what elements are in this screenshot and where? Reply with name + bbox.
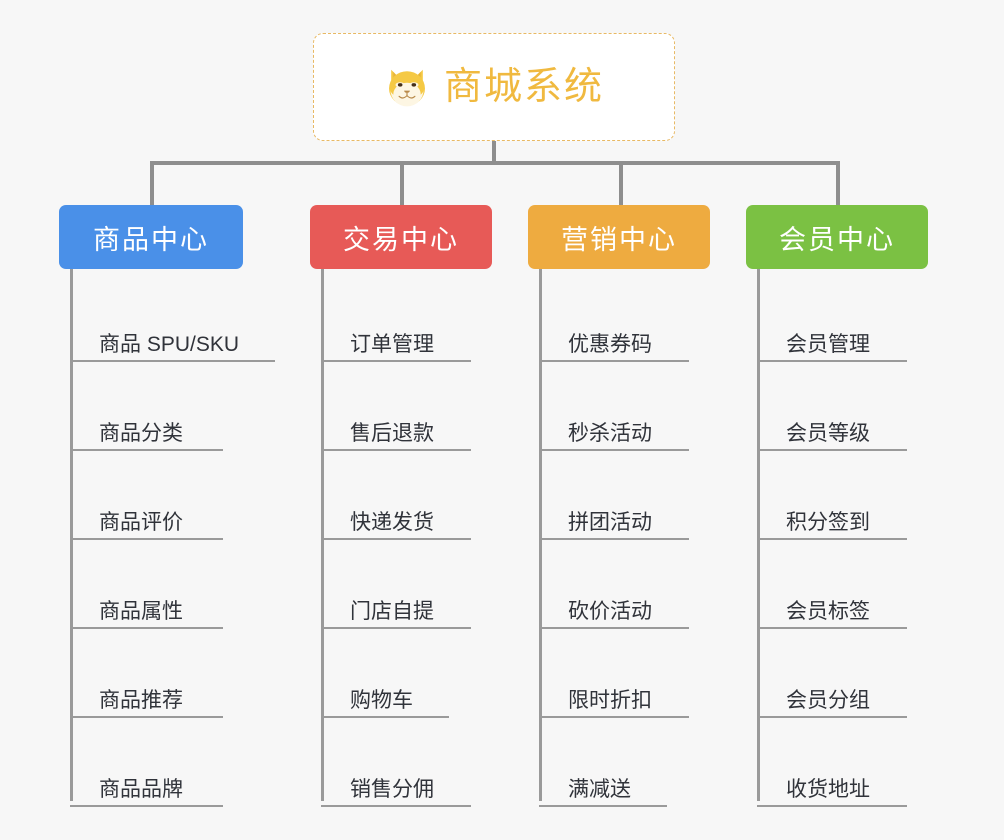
leaf-underline [321, 360, 471, 362]
leaf-label: 限时折扣 [568, 688, 652, 712]
leaf-underline [539, 360, 689, 362]
category-column-交易中心: 交易中心 订单管理 售后退款 快递发货 门店自提 购物车 [310, 205, 492, 807]
leaf-underline [757, 805, 907, 807]
leaf-underline [321, 627, 471, 629]
leaf-underline [70, 449, 223, 451]
list-item[interactable]: 商品评价 [59, 451, 243, 540]
connector-drop-2 [400, 161, 404, 207]
leaf-label: 会员分组 [786, 688, 870, 712]
connector-drop-1 [150, 161, 154, 207]
category-header-4[interactable]: 会员中心 [746, 205, 928, 269]
leaf-label: 商品品牌 [99, 777, 183, 801]
leaf-underline [70, 538, 223, 540]
leaf-label: 收货地址 [786, 777, 870, 801]
leaf-underline [70, 716, 223, 718]
leaf-label: 会员管理 [786, 332, 870, 356]
list-item[interactable]: 砍价活动 [528, 540, 710, 629]
list-item[interactable]: 积分签到 [746, 451, 928, 540]
leaf-underline [757, 360, 907, 362]
list-item[interactable]: 优惠券码 [528, 273, 710, 362]
list-item[interactable]: 限时折扣 [528, 629, 710, 718]
connector-root-stem [492, 141, 496, 165]
column-spine-3 [539, 269, 542, 801]
list-item[interactable]: 满减送 [528, 718, 710, 807]
list-item[interactable]: 会员管理 [746, 273, 928, 362]
leaf-list-1: 商品 SPU/SKU 商品分类 商品评价 商品属性 商品推荐 商品品牌 [59, 269, 275, 807]
list-item[interactable]: 售后退款 [310, 362, 492, 451]
leaf-underline [539, 805, 667, 807]
list-item[interactable]: 快递发货 [310, 451, 492, 540]
leaf-underline [757, 627, 907, 629]
leaf-underline [321, 716, 449, 718]
column-spine-4 [757, 269, 760, 801]
leaf-label: 商品分类 [99, 421, 183, 445]
list-item[interactable]: 会员分组 [746, 629, 928, 718]
leaf-underline [321, 538, 471, 540]
leaf-underline [321, 449, 471, 451]
leaf-label: 拼团活动 [568, 510, 652, 534]
list-item[interactable]: 商品 SPU/SKU [59, 273, 275, 362]
list-item[interactable]: 收货地址 [746, 718, 928, 807]
list-item[interactable]: 商品属性 [59, 540, 243, 629]
category-column-营销中心: 营销中心 优惠券码 秒杀活动 拼团活动 砍价活动 限时折扣 [528, 205, 710, 807]
list-item[interactable]: 销售分佣 [310, 718, 492, 807]
category-column-会员中心: 会员中心 会员管理 会员等级 积分签到 会员标签 会员分组 [746, 205, 928, 807]
list-item[interactable]: 商品品牌 [59, 718, 243, 807]
leaf-label: 会员等级 [786, 421, 870, 445]
leaf-underline [70, 805, 223, 807]
list-item[interactable]: 商品推荐 [59, 629, 243, 718]
column-spine-2 [321, 269, 324, 801]
list-item[interactable]: 会员等级 [746, 362, 928, 451]
leaf-label: 门店自提 [350, 599, 434, 623]
list-item[interactable]: 拼团活动 [528, 451, 710, 540]
leaf-label: 商品推荐 [99, 688, 183, 712]
category-header-1[interactable]: 商品中心 [59, 205, 243, 269]
leaf-underline [757, 449, 907, 451]
connector-drop-4 [836, 161, 840, 207]
leaf-underline [70, 360, 275, 362]
leaf-label: 商品评价 [99, 510, 183, 534]
list-item[interactable]: 商品分类 [59, 362, 243, 451]
leaf-label: 销售分佣 [350, 777, 434, 801]
leaf-list-4: 会员管理 会员等级 积分签到 会员标签 会员分组 收货地址 [746, 269, 928, 807]
leaf-underline [70, 627, 223, 629]
leaf-label: 砍价活动 [568, 599, 652, 623]
category-column-商品中心: 商品中心 商品 SPU/SKU 商品分类 商品评价 商品属性 商品推荐 [59, 205, 275, 807]
leaf-label: 商品 SPU/SKU [99, 332, 240, 356]
column-spine-1 [70, 269, 73, 801]
list-item[interactable]: 门店自提 [310, 540, 492, 629]
leaf-label: 订单管理 [350, 332, 434, 356]
leaf-label: 积分签到 [786, 510, 870, 534]
connector-drop-3 [619, 161, 623, 207]
leaf-label: 秒杀活动 [568, 421, 652, 445]
list-item[interactable]: 购物车 [310, 629, 492, 718]
leaf-label: 快递发货 [350, 510, 434, 534]
root-node[interactable]: 商城系统 [313, 33, 675, 141]
leaf-label: 满减送 [568, 777, 631, 801]
leaf-label: 购物车 [350, 688, 413, 712]
leaf-underline [539, 538, 689, 540]
leaf-label: 商品属性 [99, 599, 183, 623]
leaf-list-3: 优惠券码 秒杀活动 拼团活动 砍价活动 限时折扣 满减送 [528, 269, 710, 807]
leaf-list-2: 订单管理 售后退款 快递发货 门店自提 购物车 销售分佣 [310, 269, 492, 807]
leaf-underline [539, 627, 689, 629]
leaf-label: 会员标签 [786, 599, 870, 623]
connector-horizontal-bus [150, 161, 840, 165]
leaf-underline [539, 449, 689, 451]
shiba-inu-face-icon [389, 69, 425, 107]
leaf-underline [539, 716, 689, 718]
root-title: 商城系统 [443, 66, 604, 108]
list-item[interactable]: 秒杀活动 [528, 362, 710, 451]
leaf-underline [321, 805, 471, 807]
list-item[interactable]: 会员标签 [746, 540, 928, 629]
leaf-label: 优惠券码 [568, 332, 652, 356]
category-header-3[interactable]: 营销中心 [528, 205, 710, 269]
leaf-underline [757, 538, 907, 540]
leaf-label: 售后退款 [350, 421, 434, 445]
category-header-2[interactable]: 交易中心 [310, 205, 492, 269]
list-item[interactable]: 订单管理 [310, 273, 492, 362]
leaf-underline [757, 716, 907, 718]
